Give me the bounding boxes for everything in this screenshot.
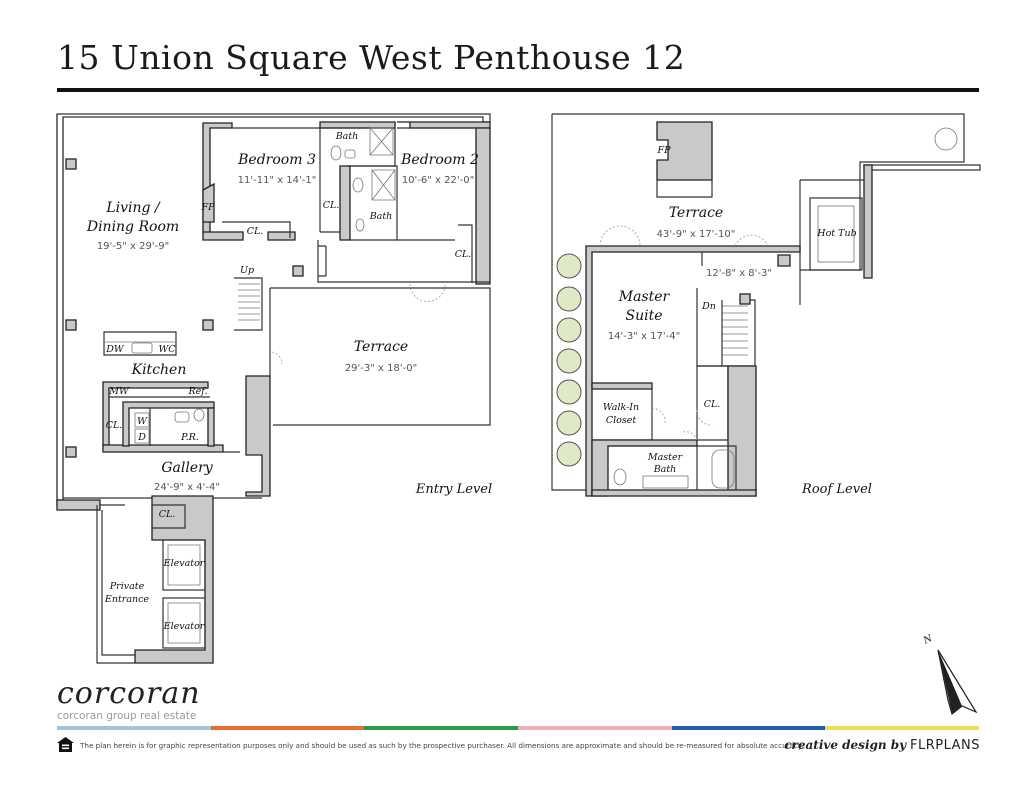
corcoran-logo[interactable]: corcoran [57,676,201,711]
bedroom3-dim: 11'-11" x 14'-1" [238,175,317,186]
ref-label: Ref. [188,386,208,397]
equal-housing-icon [57,737,74,752]
elevator1-label: Elevator [163,558,206,569]
master-bath-label-2: Bath [653,464,677,475]
column [202,319,214,331]
roof-terrace-label: Terrace [669,205,723,221]
terrace-label: Terrace [354,339,408,355]
gallery-dim: 24'-9" x 4'-4" [154,482,220,493]
credit-prefix: creative design by [784,738,907,752]
credit-brand: FLRPLANS [909,738,980,753]
bedroom3-closet-label: CL. [247,226,264,237]
color-bar-segment [364,726,519,730]
column [65,446,77,458]
planters [556,253,582,467]
hot-tub-label: Hot Tub [816,228,856,239]
hot-tub [799,179,864,305]
bath-lower-label: Bath [369,211,393,222]
bedroom2-dim: 10'-6" x 22'-0" [402,175,474,186]
master-suite-label-1: Master [618,289,671,305]
private-entrance-label-2: Entrance [104,594,150,605]
wc-label: WC [158,344,176,355]
powder-room-label: P.R. [180,432,199,443]
dryer-label: D [137,432,146,443]
master-suite-dim: 14'-3" x 17'-4" [608,331,680,342]
north-arrow-icon [937,649,978,716]
bedroom3-label: Bedroom 3 [237,152,316,168]
roof-terrace-dim: 43'-9" x 17'-10" [657,229,736,240]
entry-level-plan [56,113,491,664]
stair-down [696,288,756,367]
kitchen-island [103,331,177,356]
bedroom2-label: Bedroom 2 [400,152,479,168]
elevator2-label: Elevator [163,621,206,632]
kitchen-closet-label: CL. [106,420,123,431]
walkin-label-1: Walk-In [603,402,639,413]
living-dim: 19'-5" x 29'-9" [97,241,169,252]
kitchen-label: Kitchen [131,362,187,378]
color-bar-segment [671,726,826,730]
disclaimer-text: The plan herein is for graphic represent… [80,741,804,750]
color-bar-segment [210,726,365,730]
master-suite-label-2: Suite [626,308,663,324]
hall-closet-label: CL. [323,200,340,211]
gallery-label: Gallery [161,460,213,476]
column [65,158,77,170]
color-bar-segment [518,726,672,730]
page-title: 15 Union Square West Penthouse 12 [57,38,686,77]
terrace-dim: 29'-3" x 18'-0" [345,363,417,374]
roof-level-label: Roof Level [801,482,872,497]
roof-fp-label: FP [657,145,672,156]
stair-up [234,277,263,331]
design-credit[interactable]: creative design by FLRPLANS [784,738,980,753]
master-bath-label-1: Master [647,452,684,463]
column [65,319,77,331]
bath-upper-label: Bath [335,131,359,142]
color-bar-segment [825,726,980,730]
stair-up-label: Up [240,265,254,276]
walkin-label-2: Closet [606,415,637,426]
living-label-2: Dining Room [86,219,179,235]
roof-hall-dim: 12'-8" x 8'-3" [706,268,772,279]
compass-label: N [921,633,935,647]
title-rule [57,88,979,92]
color-bar-segment [57,726,211,730]
bedroom2-closet-label: CL. [455,249,472,260]
dw-label: DW [105,344,125,355]
fp-label: FP [201,202,216,213]
entry-level-label: Entry Level [415,482,492,497]
gallery-closet-label: CL. [159,509,176,520]
stair-down-label: Dn [701,301,716,312]
mw-label: MW [108,386,130,397]
corcoran-tagline: corcoran group real estate [57,710,197,722]
roof-closet-label: CL. [704,399,721,410]
roof-level-plan [551,113,981,497]
column [292,265,304,277]
washer-label: W [137,416,148,427]
living-label-1: Living / [105,200,161,216]
color-bar [57,726,980,730]
private-entrance-label-1: Private [109,581,145,592]
